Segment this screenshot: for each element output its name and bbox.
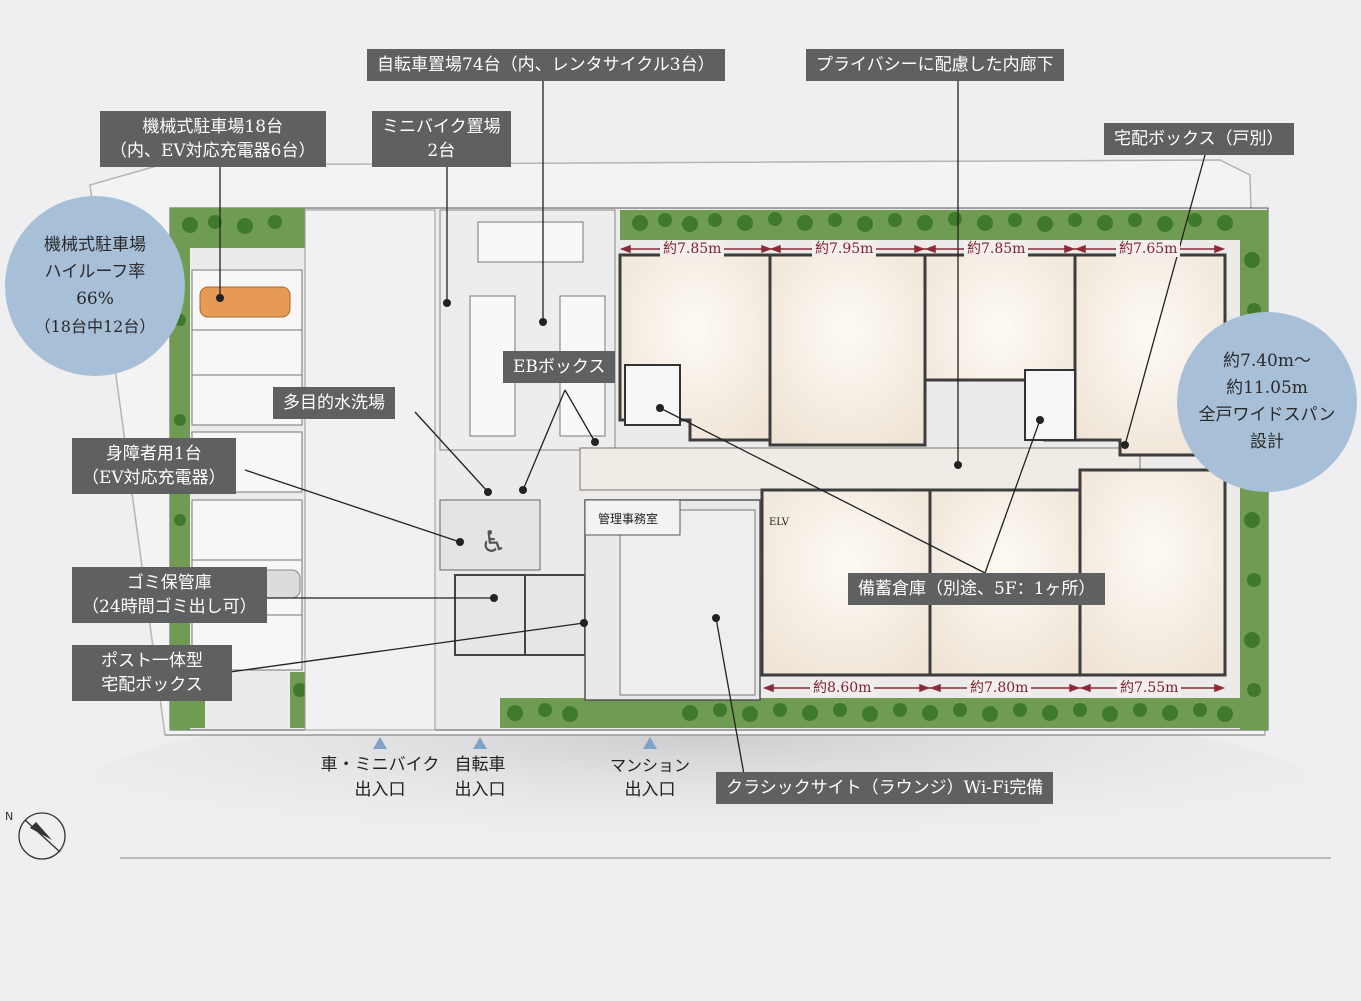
privacy-corridor-label: プライバシーに配慮した内廊下 xyxy=(806,49,1064,81)
minibike-label: ミニバイク置場 2台 xyxy=(372,111,511,167)
high-roof-line4: （18台中12台） xyxy=(34,317,156,336)
car-orange xyxy=(199,286,291,318)
high-roof-line2: ハイルーフ率 xyxy=(44,262,146,282)
wide-span-line2: 約11.05m xyxy=(1226,378,1308,398)
ground-shadow xyxy=(80,700,1320,880)
leader-dots xyxy=(216,294,1129,627)
office-room xyxy=(584,499,681,536)
car-entrance-arrow-icon xyxy=(373,737,387,749)
post-room xyxy=(524,574,586,656)
mansion-entrance: マンション 出入口 xyxy=(590,737,710,803)
garbage-line2: （24時間ゴミ出し可） xyxy=(82,597,257,617)
dim-top-2: 約7.95m xyxy=(812,241,877,257)
post-line1: ポスト一体型 xyxy=(101,651,203,671)
accessible-parking-label: 身障者用1台 （EV対応充電器） xyxy=(72,438,236,494)
bicycle-parking-label: 自転車置場74台（内、レンタサイクル3台） xyxy=(367,49,725,81)
bike-entrance-arrow-icon xyxy=(473,737,487,749)
mansion-entrance-arrow-icon xyxy=(643,737,657,749)
stair-left xyxy=(624,364,681,426)
dim-bottom-2: 約7.80m xyxy=(967,680,1032,696)
svg-text:N: N xyxy=(5,810,13,823)
stair-right xyxy=(1024,369,1076,441)
office-label: 管理事務室 xyxy=(598,512,659,526)
dim-top-3: 約7.85m xyxy=(964,241,1029,257)
garbage-room xyxy=(454,574,526,656)
minibike-line2: 2台 xyxy=(427,141,456,161)
mansion-entrance-line2: 出入口 xyxy=(624,780,676,800)
wide-span-line1: 約7.40m～ xyxy=(1223,351,1311,371)
post-line2: 宅配ボックス xyxy=(101,675,203,695)
leader-lines xyxy=(219,80,1206,781)
wheelchair-icon: ♿ xyxy=(480,525,507,560)
mansion-entrance-line1: マンション xyxy=(609,756,690,775)
wide-span-circle: 約7.40m～ 約11.05m 全戸ワイドスパン 設計 xyxy=(1177,312,1357,492)
dim-bottom-1: 約8.60m xyxy=(810,680,875,696)
accessible-line1: 身障者用1台 xyxy=(105,444,202,464)
car-entrance-line1: 車・ミニバイク xyxy=(320,755,440,775)
units-top xyxy=(618,253,1227,457)
elevator-label: ELV xyxy=(769,517,789,528)
high-roof-line3: 66% xyxy=(76,289,114,309)
storage-label: 備蓄倉庫（別途、5F：1ヶ所） xyxy=(848,573,1106,605)
mech-parking-line2: （内、EV対応充電器6台） xyxy=(110,141,316,161)
inner-corridor xyxy=(579,447,1141,491)
lounge-hall xyxy=(619,509,756,696)
multi-wash-label: 多目的水洗場 xyxy=(273,387,395,419)
post-delivery-label: ポスト一体型 宅配ボックス xyxy=(72,645,232,701)
dim-top-1: 約7.85m xyxy=(660,241,725,257)
bike-entrance: 自転車 出入口 xyxy=(430,737,530,803)
eb-box-label: EBボックス xyxy=(503,351,616,383)
high-roof-circle: 機械式駐車場 ハイルーフ率 66% （18台中12台） xyxy=(5,196,185,376)
garbage-line1: ゴミ保管庫 xyxy=(126,573,212,593)
high-roof-line1: 機械式駐車場 xyxy=(44,235,146,255)
mech-parking-line1: 機械式駐車場18台 xyxy=(142,117,284,137)
dim-top-4: 約7.65m xyxy=(1116,241,1181,257)
delivery-box-unit-label: 宅配ボックス（戸別） xyxy=(1104,123,1294,155)
wide-span-line3: 全戸ワイドスパン xyxy=(1198,405,1336,425)
wide-span-line4: 設計 xyxy=(1250,432,1284,452)
bike-entrance-line2: 出入口 xyxy=(454,780,506,800)
compass-icon: N xyxy=(5,810,66,860)
driveway xyxy=(304,209,436,731)
dim-bottom-3: 約7.55m xyxy=(1117,680,1182,696)
mech-parking-label: 機械式駐車場18台 （内、EV対応充電器6台） xyxy=(100,111,326,167)
lounge-label: クラシックサイト（ラウンジ）Wi-Fi完備 xyxy=(716,772,1054,804)
garbage-label: ゴミ保管庫 （24時間ゴミ出し可） xyxy=(72,567,267,623)
car-entrance-line2: 出入口 xyxy=(354,780,406,800)
accessible-bay xyxy=(439,499,541,571)
car-entrance: 車・ミニバイク 出入口 xyxy=(305,737,455,803)
minibike-line1: ミニバイク置場 xyxy=(382,117,501,137)
bike-entrance-line1: 自転車 xyxy=(454,755,506,775)
accessible-line2: （EV対応充電器） xyxy=(82,468,226,488)
